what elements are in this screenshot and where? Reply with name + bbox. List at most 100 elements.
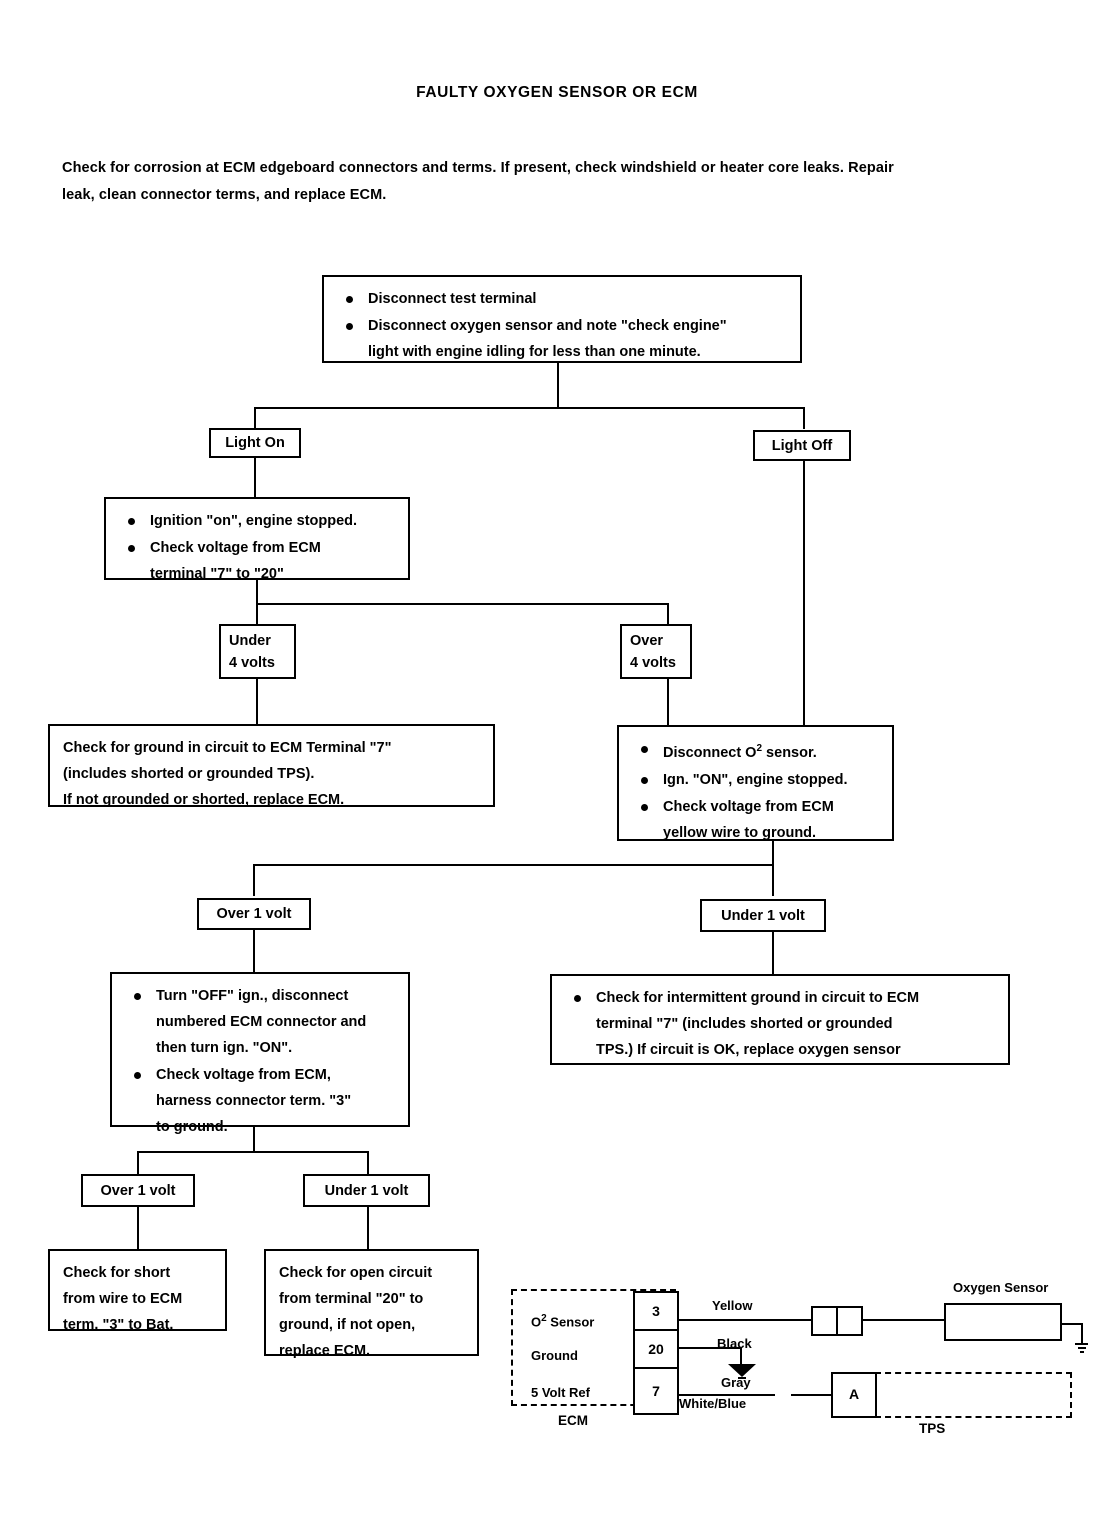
ecm-row-label-ground: Ground (531, 1348, 578, 1363)
over-4-volts-line-2: 4 volts (630, 654, 676, 671)
connector-to-light-off (803, 407, 805, 429)
oxygen-sensor-gnd-3 (1080, 1351, 1084, 1353)
connector-over1v-bot-down (137, 1207, 139, 1250)
connector-to-under1v-bot (367, 1151, 369, 1174)
under-1-volt-label-middle: Under 1 volt (721, 907, 805, 924)
tps-terminal-a-label: A (849, 1386, 860, 1402)
check-short-line-1: Check for short (63, 1265, 171, 1281)
oxygen-sensor-tail-v (1081, 1323, 1083, 1343)
wire-to-tps-line (791, 1394, 833, 1396)
ground-check-line-1: Check for ground in circuit to ECM Termi… (63, 740, 392, 756)
ecm-row-label-5-volt-ref: 5 Volt Ref (531, 1385, 590, 1400)
connector-o2-down (772, 840, 774, 866)
connector-over4v-down (667, 678, 669, 725)
connector-bar-bottom (137, 1151, 369, 1153)
turn-off-ignition-box: Turn "OFF" ign., disconnect numbered ECM… (110, 972, 410, 1135)
wire-yellow-line (679, 1319, 813, 1321)
check-short-line-3: term. "3" to Bat. (63, 1317, 174, 1333)
connector-bar-4volts (256, 603, 669, 605)
check-open-line-2: from terminal "20" to (279, 1291, 424, 1307)
ecm-pin-7: 7 (633, 1367, 679, 1415)
check-short-line-2: from wire to ECM (63, 1291, 183, 1307)
wire-gray-line (679, 1394, 775, 1396)
superscript-2-o2: 2 (541, 1313, 547, 1324)
tps-terminal-a-box (831, 1372, 877, 1418)
connector-to-light-on (254, 407, 256, 429)
ground-check-line-3: If not grounded or shorted, replace ECM. (63, 792, 345, 808)
connector-to-over-1v (253, 864, 255, 896)
intermittent-ground-box: Check for intermittent ground in circuit… (550, 974, 1010, 1065)
ignition-bullet-1: Ignition "on", engine stopped. (122, 508, 394, 534)
light-off-label: Light Off (771, 437, 833, 454)
connector-light-on-down (254, 457, 256, 498)
under-4-volts-line-1: Under (229, 632, 271, 649)
intermittent-bullet-list: Check for intermittent ground in circuit… (568, 985, 994, 1063)
over-1-volt-box-middle: Over 1 volt (197, 898, 311, 930)
chassis-ground-icon (726, 1362, 758, 1385)
connector-to-under-1v (772, 864, 774, 896)
check-open-line-3: ground, if not open, (279, 1317, 416, 1333)
wire-white-blue-label: White/Blue (679, 1396, 747, 1411)
intermittent-bullet-1: Check for intermittent ground in circuit… (568, 985, 994, 1063)
wire-black-label: Black (717, 1336, 752, 1351)
oxygen-sensor-label: Oxygen Sensor (953, 1280, 1049, 1295)
under-1-volt-box-middle: Under 1 volt (700, 899, 826, 932)
connector-turnoff-down (253, 1127, 255, 1153)
wire-black-line-v (740, 1347, 742, 1364)
ground-check-line-2: (includes shorted or grounded TPS). (63, 766, 315, 782)
connector-to-over1v-bot (137, 1151, 139, 1174)
connector-light-off-down (803, 461, 805, 725)
oxygen-sensor-gnd-2 (1078, 1347, 1086, 1349)
intro-line-1: Check for corrosion at ECM edgeboard con… (62, 160, 894, 176)
ignition-bullet-2: Check voltage from ECM terminal "7" to "… (122, 535, 394, 587)
start-bullet-2: Disconnect oxygen sensor and note "check… (340, 313, 786, 365)
ignition-bullet-list: Ignition "on", engine stopped. Check vol… (122, 508, 394, 587)
start-instruction-box: Disconnect test terminal Disconnect oxyg… (322, 275, 802, 363)
disconnect-o2-bullet-list: Disconnect O2 sensor. Ign. "ON", engine … (635, 736, 878, 846)
wire-yellow-line-2 (863, 1319, 945, 1321)
check-open-circuit-box: Check for open circuit from terminal "20… (264, 1249, 479, 1359)
light-on-box: Light On (209, 428, 301, 458)
start-bullet-list: Disconnect test terminal Disconnect oxyg… (340, 286, 786, 365)
tps-caption: TPS (919, 1421, 946, 1436)
ecm-caption: ECM (558, 1413, 588, 1428)
connector-to-under-4v (256, 603, 258, 625)
connector-to-over-4v (667, 603, 669, 625)
wire-black-line-h (679, 1347, 742, 1349)
light-off-box: Light Off (753, 430, 851, 461)
connector-bar-1volt (253, 864, 774, 866)
under-4-volts-line-2: 4 volts (229, 654, 275, 671)
check-open-line-4: replace ECM. (279, 1343, 371, 1359)
disconnect-o2-bullet-2: Ign. "ON", engine stopped. (635, 767, 878, 793)
connector-under1v-down (772, 932, 774, 974)
intro-line-2: leak, clean connector terms, and replace… (62, 187, 387, 203)
tps-dashed-enclosure (875, 1372, 1072, 1418)
ecm-row-label-o2-sensor: O2 Sensor (531, 1313, 595, 1330)
over-1-volt-label-middle: Over 1 volt (216, 906, 292, 922)
start-bullet-1: Disconnect test terminal (340, 286, 786, 312)
ignition-check-box: Ignition "on", engine stopped. Check vol… (104, 497, 410, 582)
superscript-2: 2 (756, 743, 763, 754)
ecm-pin-20: 20 (633, 1329, 679, 1369)
wiring-diagram: O2 Sensor Ground 5 Volt Ref 3 20 7 ECM Y… (505, 1275, 1088, 1436)
disconnect-o2-bullet-1: Disconnect O2 sensor. (635, 736, 878, 766)
turn-off-bullet-2: Check voltage from ECM, harness connecto… (128, 1062, 394, 1140)
over-1-volt-label-bottom: Over 1 volt (100, 1182, 176, 1199)
disconnect-o2-bullet-3: Check voltage from ECM yellow wire to gr… (635, 794, 878, 846)
connector-bar-top (254, 407, 805, 409)
ecm-pin-3: 3 (633, 1291, 679, 1331)
wire-yellow-label: Yellow (712, 1298, 753, 1313)
light-on-label: Light On (225, 435, 285, 451)
under-1-volt-label-bottom: Under 1 volt (324, 1182, 409, 1199)
over-4-volts-box: Over 4 volts (620, 624, 692, 679)
ground-check-box: Check for ground in circuit to ECM Termi… (48, 724, 495, 808)
turn-off-bullet-list: Turn "OFF" ign., disconnect numbered ECM… (128, 983, 394, 1140)
turn-off-bullet-1: Turn "OFF" ign., disconnect numbered ECM… (128, 983, 394, 1061)
connector-ignition-down (256, 579, 258, 605)
over-4-volts-line-1: Over (630, 632, 664, 649)
under-4-volts-box: Under 4 volts (219, 624, 296, 679)
intro-paragraph: Check for corrosion at ECM edgeboard con… (62, 155, 1082, 209)
check-short-box: Check for short from wire to ECM term. "… (48, 1249, 227, 1333)
connector-under1v-bot-down (367, 1207, 369, 1250)
